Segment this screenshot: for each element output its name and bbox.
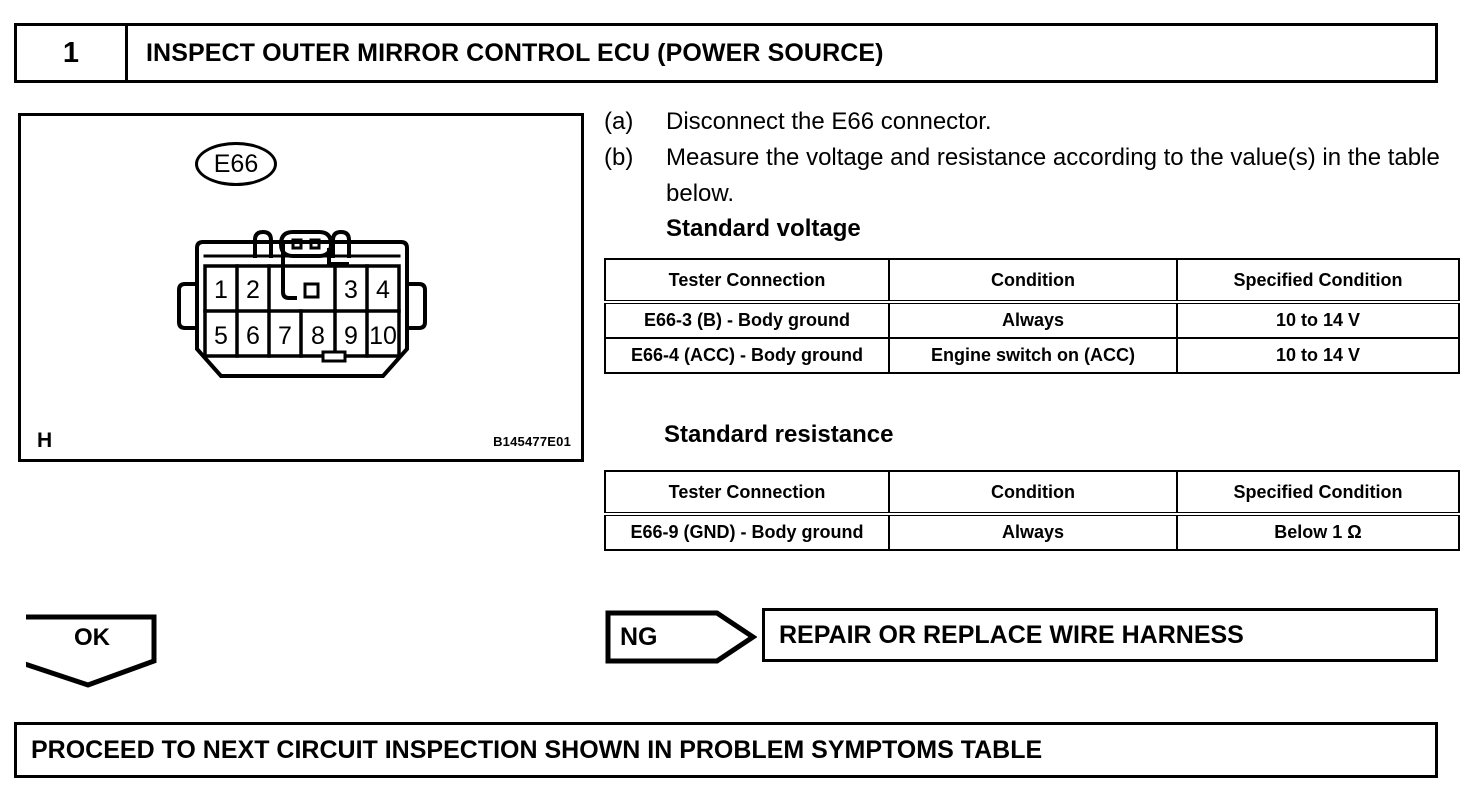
connector-id-oval: E66: [195, 142, 277, 186]
ng-result-box: REPAIR OR REPLACE WIRE HARNESS: [762, 608, 1438, 662]
standard-resistance-heading: Standard resistance: [664, 421, 894, 448]
pin-number-7: 7: [278, 322, 292, 350]
ok-label: OK: [74, 624, 110, 651]
instruction-text-a: Disconnect the E66 connector.: [666, 108, 992, 135]
ng-flow-marker: [605, 610, 757, 664]
column-header-specified-condition: Specified Condition: [1176, 470, 1460, 516]
table-row: E66-3 (B) - Body ground Always 10 to 14 …: [604, 301, 1460, 339]
standard-voltage-table: Tester Connection Condition Specified Co…: [604, 258, 1460, 374]
cell-specified-condition: 10 to 14 V: [1176, 301, 1460, 339]
cell-specified-condition: Below 1 Ω: [1176, 513, 1460, 551]
standard-voltage-heading: Standard voltage: [666, 215, 861, 242]
ok-flow-marker: [26, 614, 157, 688]
next-step-banner: PROCEED TO NEXT CIRCUIT INSPECTION SHOWN…: [14, 722, 1438, 778]
connector-diagram-svg: 1 2 3 4 5 6 7 8 9 10: [177, 229, 427, 378]
cell-condition: Always: [888, 301, 1178, 339]
instruction-marker-b: (b): [604, 144, 634, 171]
pin-number-8: 8: [311, 322, 325, 350]
cell-tester-connection: E66-9 (GND) - Body ground: [604, 513, 890, 551]
ng-label: NG: [620, 622, 658, 651]
column-header-condition: Condition: [888, 258, 1178, 304]
pin-number-6: 6: [246, 322, 260, 350]
cell-condition: Engine switch on (ACC): [888, 337, 1178, 374]
pin-number-1: 1: [214, 276, 228, 304]
instruction-marker-a: (a): [604, 108, 634, 135]
connector-id-text: E66: [213, 149, 259, 178]
table-row: E66-9 (GND) - Body ground Always Below 1…: [604, 513, 1460, 551]
pin-number-2: 2: [246, 276, 260, 304]
connector-drawing: 1 2 3 4 5 6 7 8 9 10: [171, 226, 441, 396]
pin-number-5: 5: [214, 322, 228, 350]
instruction-text-b: Measure the voltage and resistance accor…: [666, 144, 1440, 207]
table-header-row: Tester Connection Condition Specified Co…: [604, 470, 1460, 516]
instruction-list: (a) Disconnect the E66 connector. (b) Me…: [604, 104, 1440, 246]
column-header-condition: Condition: [888, 470, 1178, 516]
connector-figure: E66: [18, 113, 584, 462]
pin-number-10: 10: [369, 322, 397, 350]
cell-tester-connection: E66-3 (B) - Body ground: [604, 301, 890, 339]
instruction-item-a: (a) Disconnect the E66 connector.: [604, 104, 1440, 140]
pin-number-9: 9: [344, 322, 358, 350]
instruction-item-b: (b) Measure the voltage and resistance a…: [604, 140, 1440, 212]
column-header-tester-connection: Tester Connection: [604, 470, 890, 516]
cell-tester-connection: E66-4 (ACC) - Body ground: [604, 337, 890, 374]
figure-view-label: H: [37, 429, 53, 452]
figure-code-label: B145477E01: [493, 434, 571, 449]
table-header-row: Tester Connection Condition Specified Co…: [604, 258, 1460, 304]
cell-specified-condition: 10 to 14 V: [1176, 337, 1460, 374]
step-title: INSPECT OUTER MIRROR CONTROL ECU (POWER …: [146, 38, 884, 67]
step-number: 1: [17, 26, 128, 80]
column-header-tester-connection: Tester Connection: [604, 258, 890, 304]
pin-number-4: 4: [376, 276, 390, 304]
next-step-text: PROCEED TO NEXT CIRCUIT INSPECTION SHOWN…: [31, 735, 1043, 764]
ng-result-text: REPAIR OR REPLACE WIRE HARNESS: [779, 620, 1244, 649]
step-header: 1 INSPECT OUTER MIRROR CONTROL ECU (POWE…: [14, 23, 1438, 83]
table-row: E66-4 (ACC) - Body ground Engine switch …: [604, 337, 1460, 374]
pin-number-3: 3: [344, 276, 358, 304]
cell-condition: Always: [888, 513, 1178, 551]
column-header-specified-condition: Specified Condition: [1176, 258, 1460, 304]
standard-resistance-table: Tester Connection Condition Specified Co…: [604, 470, 1460, 551]
